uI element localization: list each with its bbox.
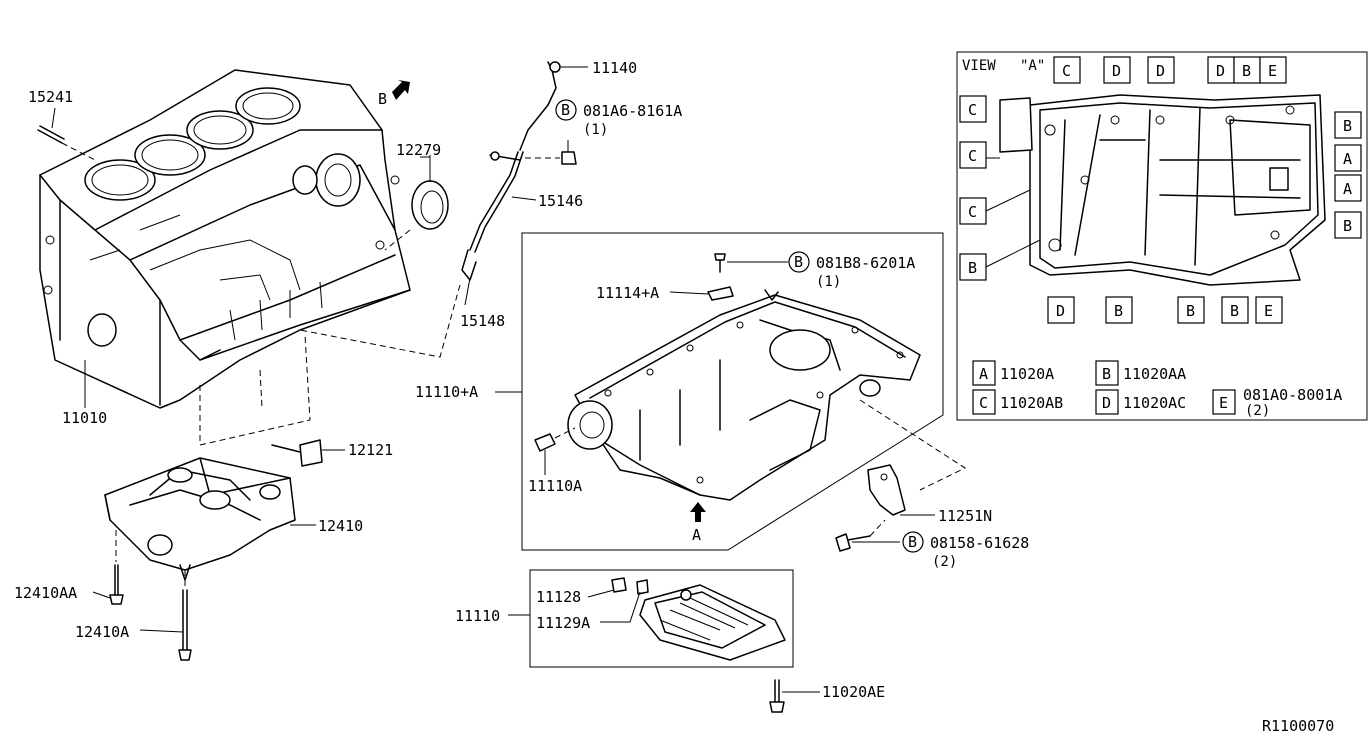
bolt-08158 <box>835 519 900 552</box>
view-letter: C <box>968 203 977 221</box>
label-11020AE: 11020AE <box>822 683 885 701</box>
label-11251N: 11251N <box>938 507 992 525</box>
oil-pressure-switch <box>271 439 345 467</box>
lower-oil-pan <box>639 584 786 661</box>
legend-letter-e: E <box>1219 394 1228 412</box>
legend: A 11020A B 11020AA C 11020AB D 11020AC E… <box>972 360 1342 419</box>
label-12279: 12279 <box>396 141 441 159</box>
view-box-top: C D D D B E <box>1053 56 1287 84</box>
view-letter: D <box>1112 62 1121 80</box>
circled-bolt-081A6: B 081A6-8161A (1) <box>555 99 682 138</box>
label-arrow-b: B <box>378 90 387 108</box>
label-11110-plus-a: 11110+A <box>415 383 478 401</box>
legend-letter-b: B <box>1102 365 1111 383</box>
view-box-left: C C C B <box>959 95 1041 281</box>
view-letter: A <box>1343 180 1352 198</box>
label-081B8: 081B8-6201A <box>816 254 915 272</box>
pump-bolts <box>92 530 192 661</box>
label-11129A: 11129A <box>536 614 590 632</box>
legend-letter-a: A <box>979 365 988 383</box>
view-letter: E <box>1264 302 1273 320</box>
view-a-panel <box>956 51 1368 421</box>
view-letter: C <box>968 101 977 119</box>
view-letter: B <box>1242 62 1251 80</box>
bolt-11020AE <box>769 679 820 713</box>
legend-part-b: 11020AA <box>1123 365 1186 383</box>
figure-id: R1100070 <box>1262 717 1334 735</box>
view-a-arrow <box>690 502 706 522</box>
drain-plug-11110A <box>534 427 576 475</box>
label-11110: 11110 <box>455 607 500 625</box>
legend-qty-e: (2) <box>1245 403 1270 419</box>
view-letter: C <box>1062 62 1071 80</box>
view-b-arrow <box>392 80 410 100</box>
view-letter: C <box>968 147 977 165</box>
guide-lines <box>199 334 311 446</box>
upper-oil-pan-frame <box>495 232 944 551</box>
cylinder-block <box>39 69 411 409</box>
label-11010: 11010 <box>62 409 107 427</box>
label-08158: 08158-61628 <box>930 534 1029 552</box>
label-12410AA: 12410AA <box>14 584 77 602</box>
view-letter: D <box>1216 62 1225 80</box>
view-ref: "A" <box>1020 58 1045 74</box>
view-letter: B <box>968 259 977 277</box>
view-letter: B <box>1186 302 1195 320</box>
label-15148: 15148 <box>460 312 505 330</box>
label-11114-plus-a: 11114+A <box>596 284 659 302</box>
bracket-11251N <box>867 464 935 516</box>
view-letter: B <box>1343 117 1352 135</box>
label-081A6: 081A6-8161A <box>583 102 682 120</box>
view-letter: E <box>1268 62 1277 80</box>
view-letter: B <box>1343 217 1352 235</box>
upper-oil-pan <box>567 289 921 501</box>
circle-b-letter: B <box>794 253 803 271</box>
view-letter: A <box>1343 150 1352 168</box>
legend-part-d: 11020AC <box>1123 394 1186 412</box>
label-11128: 11128 <box>536 588 581 606</box>
crankshaft-seal <box>384 155 449 251</box>
qty-081A6: (1) <box>583 122 608 138</box>
qty-081B8: (1) <box>816 274 841 290</box>
lower-oil-pan-frame <box>508 569 794 668</box>
view-box-bottom: D B B B E <box>1047 296 1283 324</box>
label-15241: 15241 <box>28 88 73 106</box>
label-15146: 15146 <box>538 192 583 210</box>
oil-pump-assembly <box>104 457 316 581</box>
view-letter: B <box>1230 302 1239 320</box>
view-letter: D <box>1156 62 1165 80</box>
qty-08158: (2) <box>932 554 957 570</box>
label-11110A: 11110A <box>528 477 582 495</box>
label-12410A: 12410A <box>75 623 129 641</box>
label-12121: 12121 <box>348 441 393 459</box>
legend-part-e: 081A0-8001A <box>1243 386 1342 404</box>
legend-part-c: 11020AB <box>1000 394 1063 412</box>
legend-letter-d: D <box>1102 394 1111 412</box>
label-12410: 12410 <box>318 517 363 535</box>
circle-b-letter: B <box>561 101 570 119</box>
legend-letter-c: C <box>979 394 988 412</box>
baffle-bracket <box>669 253 788 301</box>
circle-b-letter: B <box>908 533 917 551</box>
view-letter: D <box>1056 302 1065 320</box>
circled-bolt-081B8: B 081B8-6201A (1) <box>788 251 915 290</box>
view-box-right: B A A B <box>1334 111 1362 239</box>
view-a-title: VIEW "A" <box>962 58 1045 74</box>
drain-plug-set <box>587 577 649 623</box>
callout-labels: 15241 11010 12279 B 11140 15146 15148 12… <box>14 59 1334 735</box>
label-11140: 11140 <box>592 59 637 77</box>
dashed-to-bracket <box>859 399 967 491</box>
circled-bolt-08158: B 08158-61628 (2) <box>902 531 1029 570</box>
oil-level-gauge <box>299 61 588 358</box>
legend-part-a: 11020A <box>1000 365 1054 383</box>
dowel-pin <box>37 107 96 161</box>
view-title: VIEW <box>962 58 996 74</box>
view-letter: B <box>1114 302 1123 320</box>
label-arrow-a: A <box>692 526 701 544</box>
